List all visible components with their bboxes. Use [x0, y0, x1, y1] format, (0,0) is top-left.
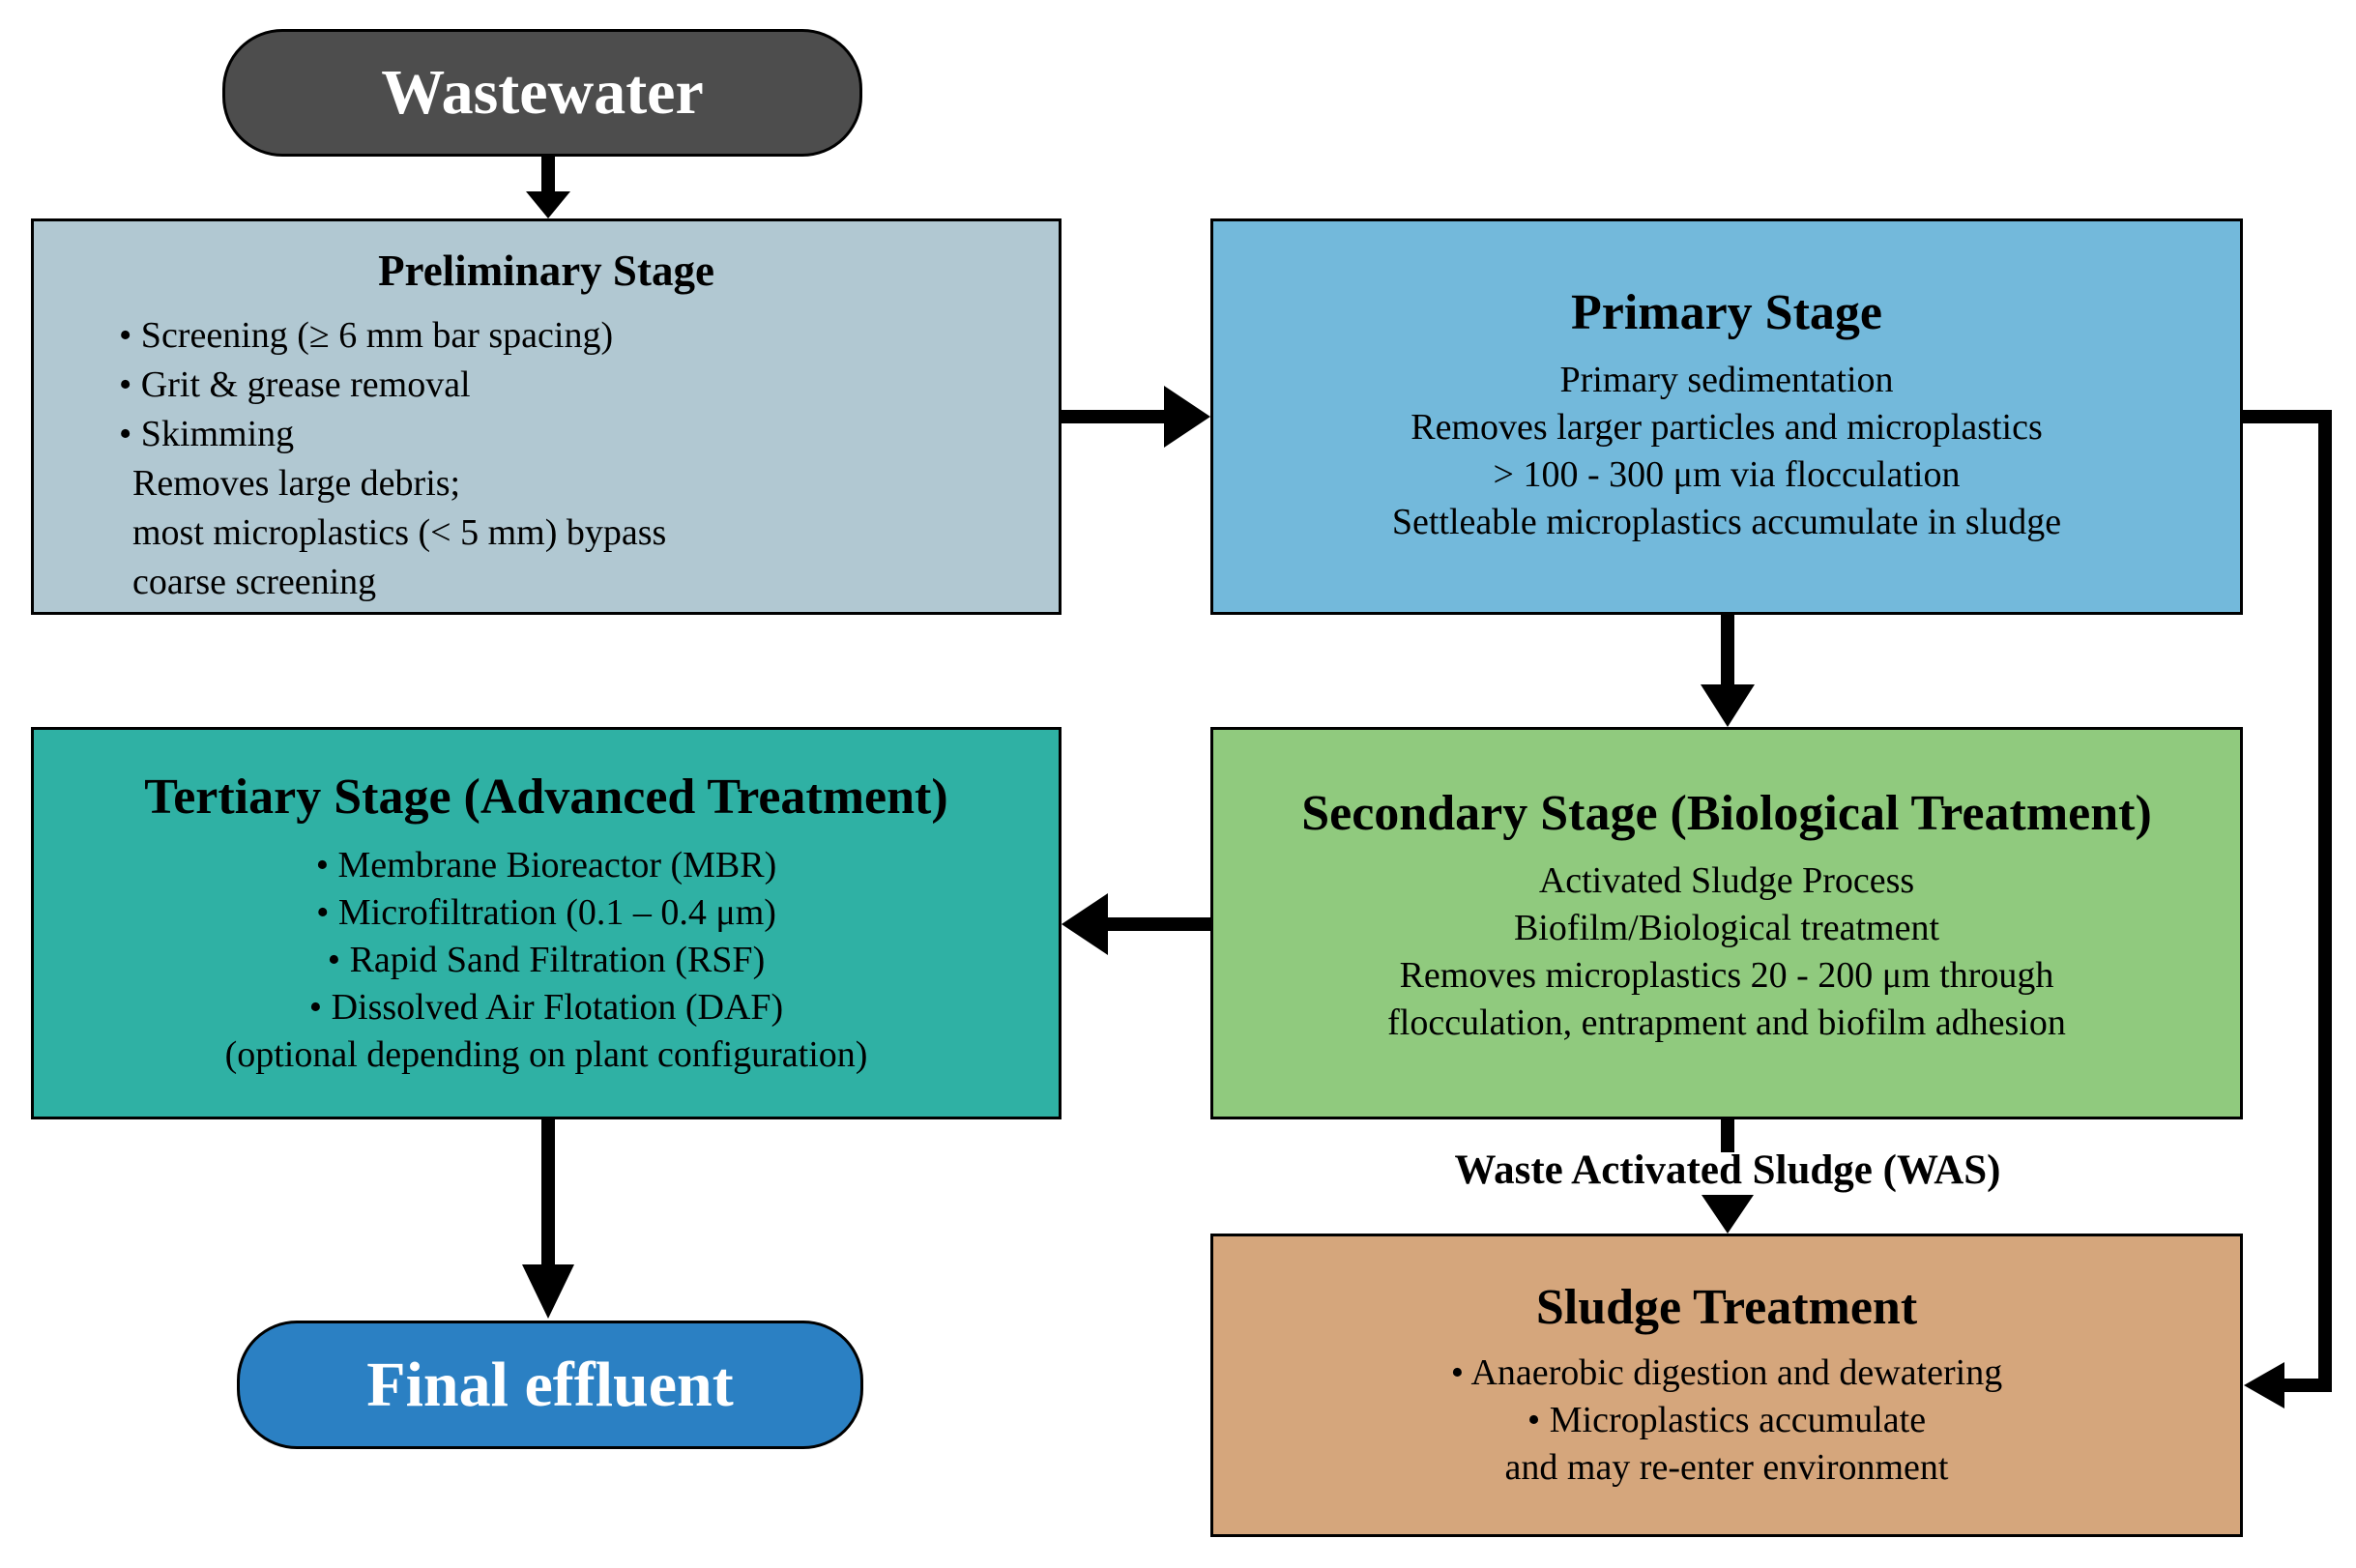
preliminary-note-line-3: coarse screening [132, 562, 377, 602]
primary-line-settleable: Settleable microplastics accumulate in s… [1391, 502, 2062, 542]
tertiary-bullet-daf: • Dissolved Air Flotation (DAF) [308, 987, 784, 1028]
secondary-stage-title: Secondary Stage (Biological Treatment) [1301, 786, 2152, 841]
arrow-tertiary-to-final-shaft [541, 1119, 555, 1266]
secondary-stage-box: Secondary Stage (Biological Treatment) A… [1210, 727, 2243, 1119]
sludge-treatment-title: Sludge Treatment [1535, 1280, 1918, 1335]
secondary-line-activated-sludge: Activated Sludge Process [1538, 860, 1915, 901]
secondary-line-flocculation: flocculation, entrapment and biofilm adh… [1387, 1002, 2066, 1043]
secondary-line-biofilm: Biofilm/Biological treatment [1513, 908, 1940, 948]
arrow-primary-to-secondary-shaft [1721, 615, 1734, 688]
sludge-treatment-body: • Anaerobic digestion and dewatering • M… [1213, 1350, 2240, 1492]
connector-primary-to-sludge-vertical-segment [2318, 410, 2332, 1392]
preliminary-note-line-2: most microplastics (< 5 mm) bypass [132, 512, 667, 553]
connector-primary-to-sludge-bottom-segment [2278, 1379, 2332, 1392]
primary-line-sedimentation: Primary sedimentation [1559, 360, 1894, 400]
primary-line-size-range: > 100 - 300 μm via flocculation [1493, 454, 1961, 495]
final-effluent-node: Final effluent [237, 1321, 863, 1449]
arrow-secondary-to-sludge-shaft [1721, 1119, 1734, 1152]
sludge-bullet-anaerobic: • Anaerobic digestion and dewatering [1450, 1352, 2003, 1393]
primary-stage-box: Primary Stage Primary sedimentation Remo… [1210, 218, 2243, 615]
wastewater-node: Wastewater [222, 29, 862, 157]
sludge-treatment-box: Sludge Treatment • Anaerobic digestion a… [1210, 1234, 2243, 1537]
tertiary-stage-title: Tertiary Stage (Advanced Treatment) [144, 769, 948, 825]
arrow-primary-to-secondary-head [1701, 684, 1755, 727]
sludge-bullet-microplastics: • Microplastics accumulate [1527, 1400, 1927, 1440]
arrow-wastewater-to-preliminary-head [526, 191, 570, 218]
sludge-note-reenter: and may re-enter environment [1504, 1447, 1949, 1488]
arrow-wastewater-to-preliminary-shaft [541, 157, 555, 193]
preliminary-note-line-1: Removes large debris; [132, 463, 461, 504]
preliminary-bullet-skimming: • Skimming [119, 414, 295, 454]
preliminary-stage-body: • Screening (≥ 6 mm bar spacing) • Grit … [34, 311, 1059, 607]
arrow-tertiary-to-final-head [522, 1264, 574, 1319]
arrow-secondary-to-tertiary-head [1062, 893, 1108, 955]
tertiary-bullet-rsf: • Rapid Sand Filtration (RSF) [327, 940, 766, 980]
tertiary-stage-body: • Membrane Bioreactor (MBR) • Microfiltr… [34, 842, 1059, 1079]
tertiary-stage-box: Tertiary Stage (Advanced Treatment) • Me… [31, 727, 1062, 1119]
arrow-secondary-to-tertiary-shaft [1108, 917, 1210, 931]
arrow-secondary-to-sludge-head [1702, 1195, 1754, 1234]
secondary-stage-body: Activated Sludge Process Biofilm/Biologi… [1213, 857, 2240, 1047]
tertiary-note-optional: (optional depending on plant configurati… [224, 1034, 868, 1075]
secondary-line-removes: Removes microplastics 20 - 200 μm throug… [1399, 955, 2054, 996]
preliminary-bullet-screening: • Screening (≥ 6 mm bar spacing) [119, 315, 614, 356]
tertiary-bullet-microfiltration: • Microfiltration (0.1 – 0.4 μm) [316, 892, 776, 933]
waste-activated-sludge-label: Waste Activated Sludge (WAS) [1454, 1147, 2001, 1193]
final-effluent-label: Final effluent [366, 1349, 734, 1420]
preliminary-stage-title: Preliminary Stage [378, 247, 714, 295]
preliminary-bullet-grit-grease: • Grit & grease removal [119, 364, 471, 405]
tertiary-bullet-mbr: • Membrane Bioreactor (MBR) [315, 845, 777, 886]
preliminary-stage-box: Preliminary Stage • Screening (≥ 6 mm ba… [31, 218, 1062, 615]
connector-primary-to-sludge-top-segment [2243, 410, 2332, 423]
arrow-preliminary-to-primary-shaft [1062, 410, 1166, 423]
wastewater-label: Wastewater [381, 57, 704, 128]
arrow-preliminary-to-primary-head [1164, 386, 1210, 448]
primary-stage-title: Primary Stage [1570, 285, 1882, 340]
primary-stage-body: Primary sedimentation Removes larger par… [1213, 357, 2240, 546]
primary-line-removes-particles: Removes larger particles and microplasti… [1411, 407, 2043, 448]
connector-primary-to-sludge-head [2244, 1362, 2284, 1408]
